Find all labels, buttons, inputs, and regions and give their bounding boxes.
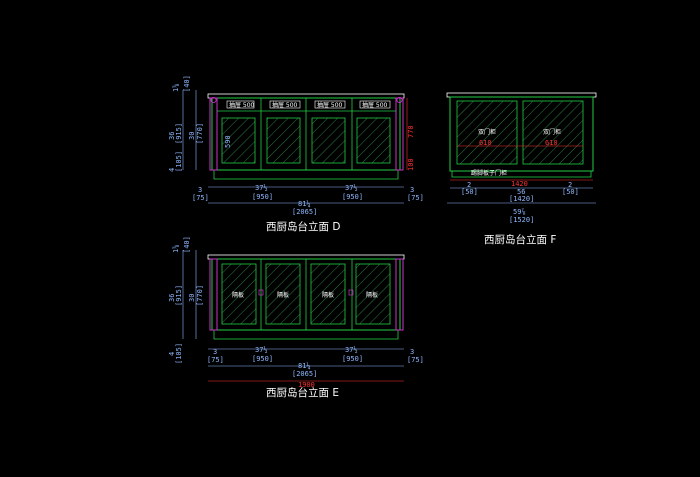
door-panel-3-d <box>311 117 346 164</box>
bottom-dim-2-e: 37½ <box>255 346 268 354</box>
total-dim-e: 81¼ <box>298 362 311 370</box>
door-label-2-e: 隔板 <box>277 291 289 299</box>
door-label-3-e: 隔板 <box>322 291 334 299</box>
bottom-dim-1-mm-e: [75] <box>207 356 224 364</box>
total-dim-mm-f: [1520] <box>509 216 534 224</box>
pilaster-cap-right-d <box>396 97 403 104</box>
countertop-e <box>207 254 405 260</box>
bottom-dim-3-mm-d: [950] <box>342 193 363 201</box>
bottom-dim-3-mm-e: [950] <box>342 355 363 363</box>
left-dim-body-mm-d: [770] <box>196 123 204 144</box>
bottom-dim-1-f: 2 <box>467 181 471 189</box>
elevation-e-title: 西厨岛台立面 E <box>266 386 339 399</box>
plinth-f <box>451 170 592 178</box>
bottom-dim-3-d: 37½ <box>345 184 358 192</box>
pilaster-right-e <box>395 258 404 331</box>
door-panel-2-e <box>265 263 301 325</box>
door-panel-4-d <box>356 117 391 164</box>
elevation-d-title: 西厨岛台立面 D <box>266 220 340 233</box>
plinth-e <box>213 329 399 340</box>
left-dim-base-e: 4 <box>168 352 176 356</box>
door-panel-1-e <box>221 263 257 325</box>
countertop-d <box>207 93 405 99</box>
bottom-dim-4-mm-d: [75] <box>407 194 424 202</box>
left-dim-body-mm-e: [770] <box>196 285 204 306</box>
left-dim-body-d: 30 <box>188 132 196 140</box>
pilaster-left-d <box>209 97 218 171</box>
elevation-e: 隔板 隔板 隔板 隔板 1⅝ [40] 36 [915] 30 [770] 4 … <box>168 236 424 399</box>
drawer-label-3-d: 抽屉 500 <box>317 101 343 109</box>
bottom-dim-3-mm-f: [50] <box>562 188 579 196</box>
door-label-4-e: 隔板 <box>366 291 378 299</box>
door-label-1-e: 隔板 <box>232 291 244 299</box>
bottom-dim-1-mm-d: [75] <box>192 194 209 202</box>
elevation-d: 抽屉 500 抽屉 500 抽屉 500 抽屉 500 590 770 100 … <box>168 75 424 233</box>
height-dim-red-d: 770 <box>407 125 415 138</box>
bottom-dim-2-d: 37½ <box>255 184 268 192</box>
left-dim-mid-d: 36 <box>168 132 176 140</box>
left-dim-base-d: 4 <box>168 168 176 172</box>
drawer-pull-4-d <box>359 100 391 109</box>
bottom-dim-4-d: 3 <box>410 186 414 194</box>
pilaster-cap-left-d <box>210 97 217 104</box>
countertop-f <box>446 92 597 98</box>
left-dim-top-mm-e: [40] <box>183 236 191 253</box>
bottom-dim-1-mm-f: [50] <box>461 188 478 196</box>
left-dim-base-mm-e: [105] <box>175 343 183 364</box>
door-panel-4-e <box>355 263 391 325</box>
plinth-dim-red-d: 100 <box>407 158 415 171</box>
bottom-dim-1-e: 3 <box>213 348 217 356</box>
left-dim-mid-mm-e: [915] <box>175 285 183 306</box>
door-dim-2-f: 610 <box>545 139 558 147</box>
door-panel-1-d <box>221 117 256 164</box>
handle-2-e <box>348 289 354 296</box>
elevation-f-title: 西厨岛台立面 F <box>484 233 556 246</box>
left-dim-top-d: 1⅝ <box>172 84 180 92</box>
door-panel-3-e <box>310 263 346 325</box>
drawer-label-4-d: 抽屉 500 <box>362 101 388 109</box>
drawer-pull-2-d <box>269 100 301 109</box>
left-dim-base-mm-d: [105] <box>175 151 183 172</box>
drawer-pull-3-d <box>314 100 346 109</box>
bottom-dim-4-mm-e: [75] <box>407 356 424 364</box>
total-dim-f: 59⅞ <box>513 208 526 216</box>
elevation-f: 双门柜 双门柜 610 610 踢脚板子门柜 1420 2 [50] 56 [1… <box>446 92 597 246</box>
handle-1-e <box>258 289 264 296</box>
pilaster-right-d <box>395 97 404 171</box>
total-dim-mm-e: [2065] <box>292 370 317 378</box>
door-label-1-f: 双门柜 <box>478 128 496 136</box>
drawer-pull-1-d <box>226 100 255 109</box>
door-height-dim-d: 590 <box>224 135 232 148</box>
drawer-label-1-d: 抽屉 500 <box>229 101 255 109</box>
door-label-2-f: 双门柜 <box>543 128 561 136</box>
left-dim-top-e: 1⅝ <box>172 245 180 253</box>
left-dim-mid-e: 36 <box>168 294 176 302</box>
bottom-dim-4-e: 3 <box>410 348 414 356</box>
bottom-dim-3-e: 37½ <box>345 346 358 354</box>
total-dim-d: 81¼ <box>298 200 311 208</box>
left-dim-top-mm-d: [40] <box>183 75 191 92</box>
left-dim-body-e: 30 <box>188 294 196 302</box>
bottom-dim-2-mm-f: [1420] <box>509 195 534 203</box>
bottom-dim-1-d: 3 <box>198 186 202 194</box>
width-dim-red-e: 1900 <box>298 381 315 389</box>
bottom-label-f: 踢脚板子门柜 <box>471 169 507 177</box>
plinth-d <box>213 169 399 180</box>
door-dim-1-f: 610 <box>479 139 492 147</box>
door-panel-1-f <box>456 100 518 165</box>
bottom-dim-2-mm-e: [950] <box>252 355 273 363</box>
door-panel-2-d <box>266 117 301 164</box>
width-dim-red-f: 1420 <box>511 180 528 188</box>
pilaster-left-e <box>209 258 218 331</box>
door-panel-2-f <box>522 100 584 165</box>
bottom-dim-3-f: 2 <box>568 181 572 189</box>
left-dim-mid-mm-d: [915] <box>175 123 183 144</box>
drawer-label-2-d: 抽屉 500 <box>272 101 298 109</box>
bottom-dim-2-f: 56 <box>517 188 525 196</box>
bottom-dim-2-mm-d: [950] <box>252 193 273 201</box>
total-dim-mm-d: [2065] <box>292 208 317 216</box>
